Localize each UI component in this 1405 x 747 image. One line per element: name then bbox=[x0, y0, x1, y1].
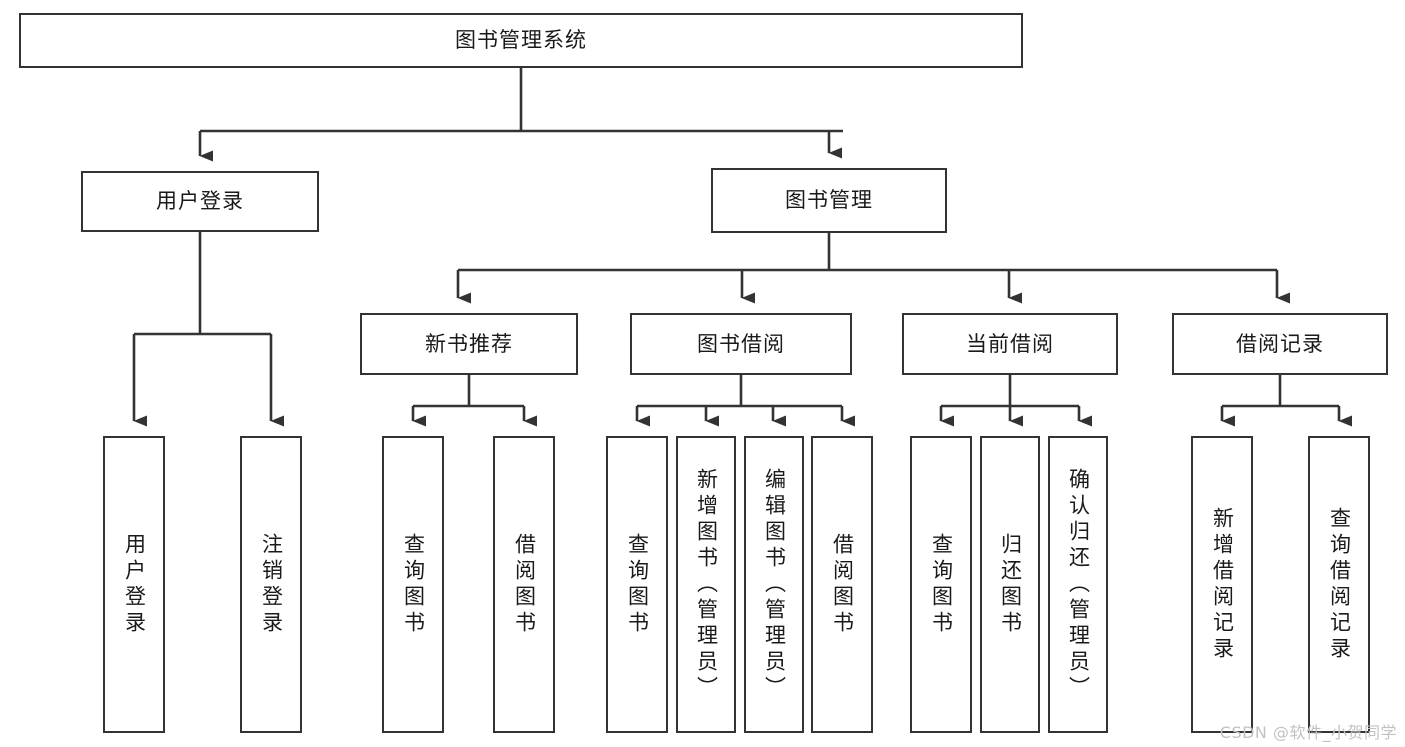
node-label: 新书推荐 bbox=[425, 331, 513, 356]
node-label: 当前借阅 bbox=[966, 331, 1054, 356]
node-label: 查询图书 bbox=[625, 532, 650, 637]
leaf-edit-book-admin[interactable]: 编辑图书（管理员） bbox=[744, 436, 804, 733]
node-book-management[interactable]: 图书管理 bbox=[711, 168, 947, 233]
node-current-borrowing[interactable]: 当前借阅 bbox=[902, 313, 1118, 375]
leaf-add-borrow-record[interactable]: 新增借阅记录 bbox=[1191, 436, 1253, 733]
node-borrowing-records[interactable]: 借阅记录 bbox=[1172, 313, 1388, 375]
node-user-login[interactable]: 用户登录 bbox=[81, 171, 319, 232]
node-label: 图书管理 bbox=[785, 188, 873, 213]
leaf-search-books-current[interactable]: 查询图书 bbox=[910, 436, 972, 733]
node-label: 图书借阅 bbox=[697, 331, 785, 356]
node-label: 注销登录 bbox=[259, 532, 284, 637]
node-label: 查询借阅记录 bbox=[1327, 506, 1352, 663]
node-book-management-system[interactable]: 图书管理系统 bbox=[19, 13, 1023, 68]
leaf-return-books[interactable]: 归还图书 bbox=[980, 436, 1040, 733]
leaf-borrow-books-new[interactable]: 借阅图书 bbox=[493, 436, 555, 733]
leaf-search-books-borrow[interactable]: 查询图书 bbox=[606, 436, 668, 733]
node-label: 借阅图书 bbox=[512, 532, 537, 637]
node-book-borrowing[interactable]: 图书借阅 bbox=[630, 313, 852, 375]
node-label: 借阅记录 bbox=[1236, 331, 1324, 356]
leaf-search-books-new[interactable]: 查询图书 bbox=[382, 436, 444, 733]
node-label: 查询图书 bbox=[401, 532, 426, 637]
node-label: 归还图书 bbox=[998, 532, 1023, 637]
node-label: 查询图书 bbox=[929, 532, 954, 637]
leaf-user-login[interactable]: 用户登录 bbox=[103, 436, 165, 733]
leaf-logout[interactable]: 注销登录 bbox=[240, 436, 302, 733]
leaf-borrow-books[interactable]: 借阅图书 bbox=[811, 436, 873, 733]
node-label: 用户登录 bbox=[122, 532, 147, 637]
node-label: 确认归还（管理员） bbox=[1066, 467, 1091, 702]
node-label: 新增借阅记录 bbox=[1210, 506, 1235, 663]
leaf-confirm-return-admin[interactable]: 确认归还（管理员） bbox=[1048, 436, 1108, 733]
node-label: 新增图书（管理员） bbox=[694, 467, 719, 702]
leaf-query-borrow-record[interactable]: 查询借阅记录 bbox=[1308, 436, 1370, 733]
leaf-add-book-admin[interactable]: 新增图书（管理员） bbox=[676, 436, 736, 733]
node-label: 借阅图书 bbox=[830, 532, 855, 637]
node-label: 编辑图书（管理员） bbox=[762, 467, 787, 702]
node-new-book-recommendation[interactable]: 新书推荐 bbox=[360, 313, 578, 375]
node-label: 用户登录 bbox=[156, 189, 244, 214]
node-label: 图书管理系统 bbox=[455, 28, 587, 53]
